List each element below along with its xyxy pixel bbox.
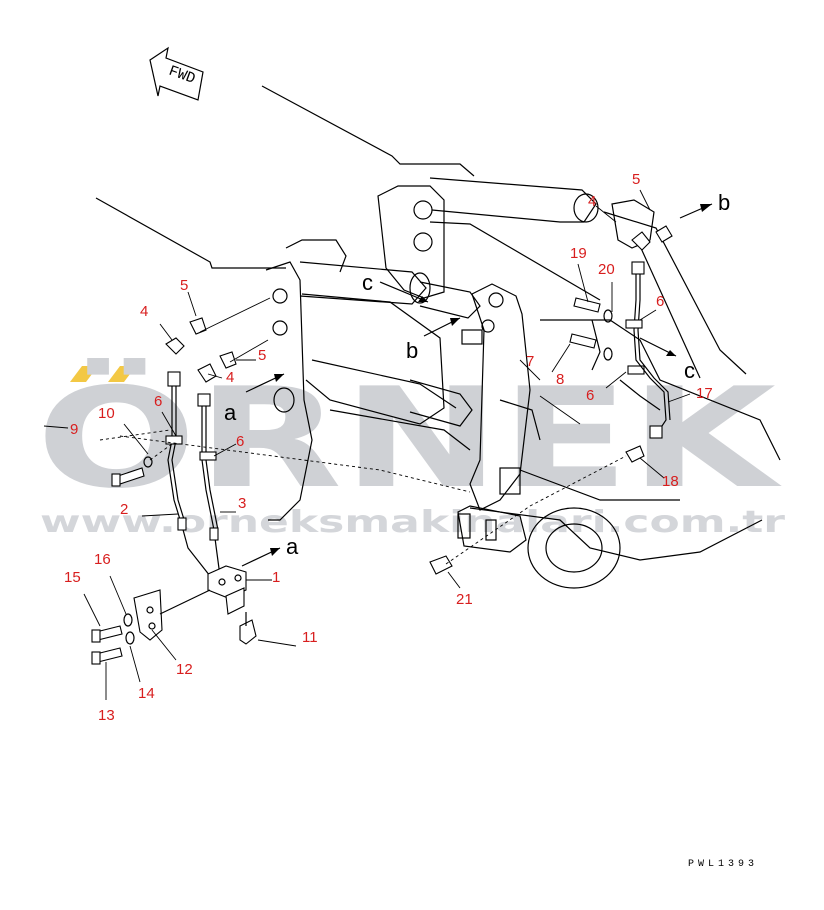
callout-9: 9 bbox=[70, 421, 78, 438]
callout-4-center: 4 bbox=[226, 369, 234, 386]
mounting-plate bbox=[133, 589, 163, 641]
callout-12: 12 bbox=[176, 661, 193, 678]
callout-6-right-top: 6 bbox=[656, 293, 664, 310]
callout-6-right-bottom: 6 bbox=[586, 387, 594, 404]
fwd-label: FWD bbox=[166, 63, 197, 88]
callout-5-right: 5 bbox=[632, 171, 640, 188]
watermark-accent-right bbox=[108, 366, 136, 382]
callout-17: 17 bbox=[696, 385, 713, 402]
callout-21: 21 bbox=[456, 591, 473, 608]
callout-5-left: 5 bbox=[180, 277, 188, 294]
callout-4-left: 4 bbox=[140, 303, 148, 320]
view-ref-c-right: c bbox=[684, 358, 695, 383]
callout-numbers: 1 2 3 4 4 4 5 5 5 6 6 6 6 7 8 9 10 11 12… bbox=[64, 171, 713, 724]
callout-18: 18 bbox=[662, 473, 679, 490]
fwd-arrow: FWD bbox=[149, 46, 204, 101]
watermark-accent-left bbox=[70, 366, 98, 382]
view-ref-b-top: b bbox=[718, 190, 730, 215]
view-ref-a-upper: a bbox=[224, 400, 237, 425]
callout-2: 2 bbox=[120, 501, 128, 518]
callout-19: 19 bbox=[570, 245, 587, 262]
leader-lines bbox=[43, 189, 691, 700]
view-letters: b c b c a a bbox=[224, 190, 730, 559]
callout-4-right: 4 bbox=[588, 193, 596, 210]
view-ref-a-lower: a bbox=[286, 534, 299, 559]
callout-11: 11 bbox=[302, 629, 318, 646]
drawing-code: PWL1393 bbox=[688, 859, 758, 870]
callout-14: 14 bbox=[138, 685, 155, 702]
callout-20: 20 bbox=[598, 261, 615, 278]
callout-1: 1 bbox=[272, 569, 280, 586]
callout-7: 7 bbox=[526, 353, 534, 370]
view-ref-b-center: b bbox=[406, 338, 418, 363]
callout-16: 16 bbox=[94, 551, 111, 568]
grease-block bbox=[207, 565, 247, 599]
callout-15: 15 bbox=[64, 569, 81, 586]
callout-6-left: 6 bbox=[154, 393, 162, 410]
callout-5-center: 5 bbox=[258, 347, 266, 364]
callout-8: 8 bbox=[556, 371, 564, 388]
view-arrows bbox=[241, 203, 713, 567]
view-ref-c-top: c bbox=[362, 270, 373, 295]
callout-6-center: 6 bbox=[236, 433, 244, 450]
watermark-url: www.orneksmakinalari.com.tr bbox=[40, 505, 785, 540]
callout-13: 13 bbox=[98, 707, 115, 724]
machine-frame bbox=[95, 85, 781, 589]
hose-3 bbox=[201, 400, 221, 577]
right-hoses bbox=[119, 225, 673, 575]
callout-3: 3 bbox=[238, 495, 246, 512]
callout-10: 10 bbox=[98, 405, 115, 422]
hose-17 bbox=[633, 329, 667, 433]
